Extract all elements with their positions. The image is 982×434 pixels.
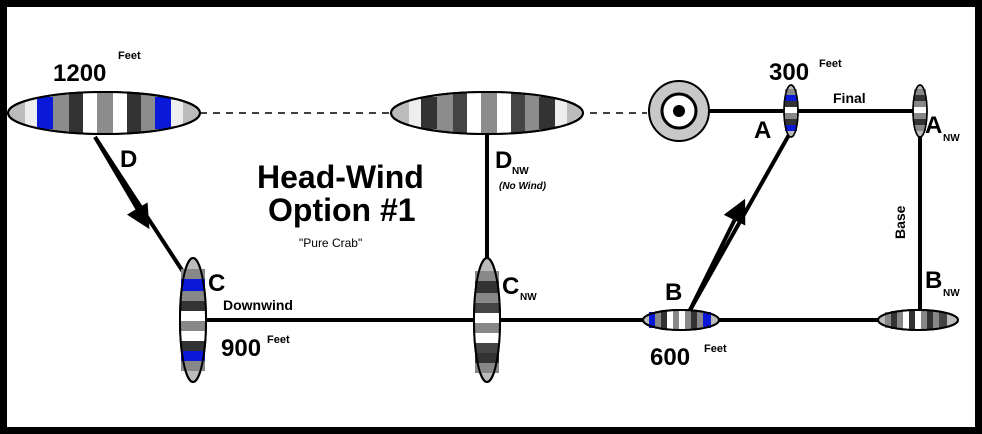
leg-base-label: Base [892,205,908,239]
altitude-300-unit: Feet [819,58,842,70]
point-b-label: B [665,279,682,306]
crab-leg-b-arrow [687,198,746,313]
aircraft-d-no-wind [390,91,584,135]
leg-downwind-label: Downwind [223,297,293,313]
altitude-600-label: 600 [650,344,690,371]
altitude-1200-unit: Feet [118,50,141,62]
leg-final-label: Final [833,90,866,106]
aircraft-b-no-wind [877,309,959,331]
point-c-nw-label: C [502,273,519,300]
point-d-nw-subscript: NW [512,166,529,177]
diagram-title-line2: Option #1 [268,192,416,228]
point-b-nw-label: B [925,267,942,294]
point-d-label: D [120,146,137,173]
aircraft-a-300 [783,84,799,138]
altitude-1200-label: 1200 [53,60,106,87]
pattern-diagram: 1200 Feet 900 Feet 600 Feet 300 Feet D D… [7,50,960,383]
runway-target-icon [648,80,710,142]
altitude-900-label: 900 [221,335,261,362]
point-a-nw-label: A [925,112,942,139]
point-a-nw-subscript: NW [943,133,960,144]
aircraft-c-900 [179,257,207,383]
point-b-nw-subscript: NW [943,288,960,299]
crab-leg-d-arrow [93,135,150,230]
diagram-title-line1: Head-Wind [257,159,424,195]
aircraft-b-600 [642,309,720,331]
point-c-label: C [208,270,225,297]
altitude-600-unit: Feet [704,343,727,355]
diagram-subtitle: "Pure Crab" [299,236,362,250]
altitude-300-label: 300 [769,59,809,86]
point-d-nw-label: D [495,147,512,174]
diagram-frame: 1200 Feet 900 Feet 600 Feet 300 Feet D D… [7,7,975,427]
aircraft-c-no-wind [473,257,501,383]
aircraft-d-1200 [7,91,201,135]
no-wind-note: (No Wind) [499,181,547,192]
point-a-label: A [754,117,771,144]
point-c-nw-subscript: NW [520,292,537,303]
altitude-900-unit: Feet [267,334,290,346]
aircraft-a-no-wind [912,84,928,138]
